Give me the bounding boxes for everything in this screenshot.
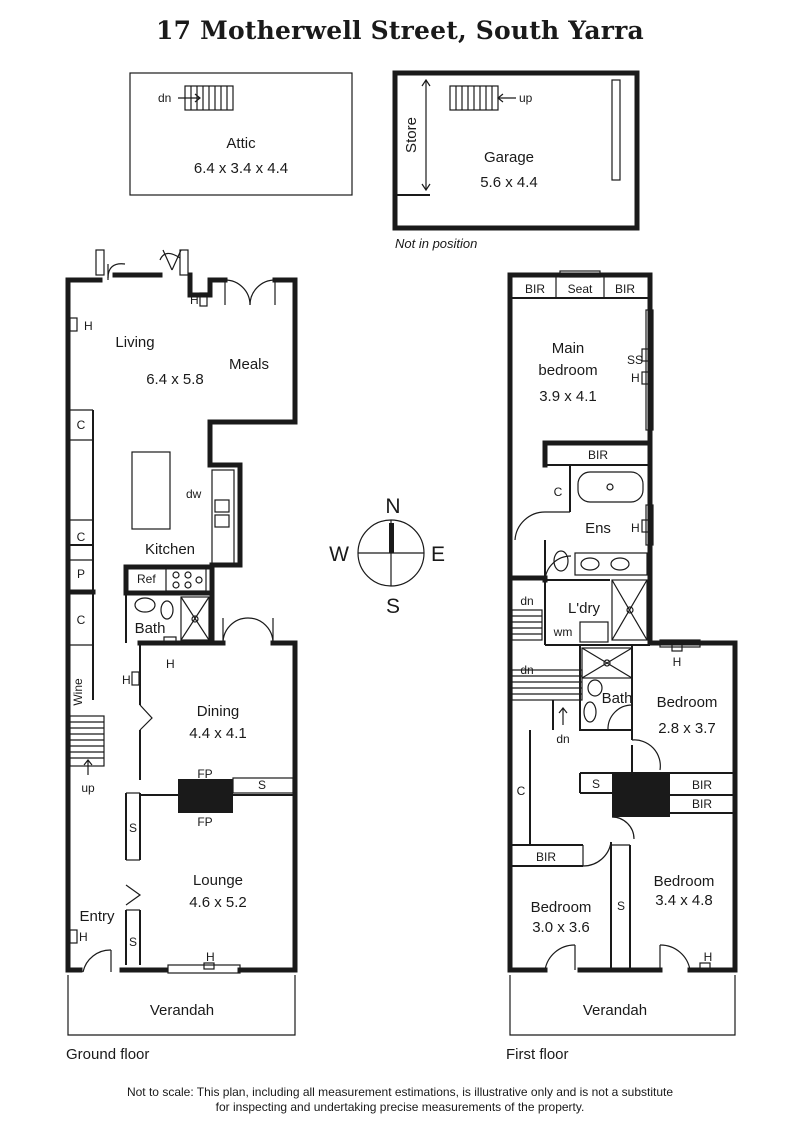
bir-label-6: BIR: [536, 850, 556, 864]
lounge-storage-label-2: S: [129, 935, 137, 949]
disclaimer-line-2: for inspecting and undertaking precise m…: [215, 1100, 585, 1114]
lounge-storage-label-1: S: [129, 821, 137, 835]
living-name: Living: [115, 334, 154, 351]
attic-stair: [178, 85, 234, 111]
first-storage-label-1: S: [592, 777, 600, 791]
main-bedroom-line1: Main: [552, 340, 585, 357]
ground-bath-name: Bath: [135, 620, 166, 637]
heater-label-bath: H: [166, 657, 175, 671]
ground-up-label: up: [81, 781, 95, 795]
seat-label: Seat: [568, 282, 593, 296]
dining-name: Dining: [197, 703, 240, 720]
first-dn-label-2: dn: [520, 663, 533, 677]
compass-north: N: [385, 495, 400, 518]
page-title: 17 Motherwell Street, South Yarra: [156, 16, 644, 45]
heater-label-entry: H: [79, 930, 88, 944]
bir-label-5: BIR: [692, 797, 712, 811]
heater-label-bedroom-ne: H: [673, 655, 682, 669]
compass-west: W: [329, 543, 349, 566]
bir-label-4: BIR: [692, 778, 712, 792]
heater-label-dining: H: [122, 673, 131, 687]
pantry-label: P: [77, 567, 85, 581]
dw-label: dw: [186, 487, 202, 501]
attic-name: Attic: [226, 135, 256, 152]
bedroom-sw-dims: 3.0 x 3.6: [532, 919, 590, 936]
disclaimer-line-1: Not to scale: This plan, including all m…: [126, 1085, 674, 1099]
cupboard-label-2: C: [77, 530, 86, 544]
garage-plan: up Store Garage 5.6 x 4.4: [392, 70, 640, 231]
heater-label-ens: H: [631, 521, 640, 535]
lounge-dims: 4.6 x 5.2: [189, 894, 247, 911]
ensuite-name: Ens: [585, 520, 611, 537]
lounge-name: Lounge: [193, 872, 243, 889]
wine-label: Wine: [71, 678, 85, 706]
entry-name: Entry: [79, 908, 115, 925]
heater-label-meals: H: [190, 293, 199, 307]
first-storage-label-2: S: [617, 899, 625, 913]
compass-east: E: [431, 543, 445, 566]
dining-storage-label: S: [258, 778, 266, 792]
kitchen-name: Kitchen: [145, 541, 195, 558]
garage-store: Store: [403, 117, 420, 153]
cupboard-label-1: C: [77, 418, 86, 432]
main-bedroom-dims: 3.9 x 4.1: [539, 388, 597, 405]
first-verandah: Verandah: [583, 1002, 647, 1019]
ss-label: SS: [627, 353, 643, 367]
fp-label-top: FP: [197, 767, 212, 781]
garage-stair: [449, 85, 516, 111]
attic-plan: dn Attic 6.4 x 3.4 x 4.4: [129, 72, 353, 196]
heater-label-living: H: [84, 319, 93, 333]
garage-name: Garage: [484, 149, 534, 166]
corridor-cupboard-label: C: [517, 784, 526, 798]
bedroom-sw-name: Bedroom: [531, 899, 592, 916]
compass-south: S: [386, 595, 400, 618]
attic-dims: 6.4 x 3.4 x 4.4: [194, 160, 288, 177]
ens-cupboard-label: C: [554, 485, 563, 499]
garage-dims: 5.6 x 4.4: [480, 174, 538, 191]
garage-stair-label: up: [519, 91, 533, 105]
laundry-name: L'dry: [568, 600, 601, 617]
heater-label-main: H: [631, 371, 640, 385]
ground-verandah: Verandah: [150, 1002, 214, 1019]
wm-label: wm: [553, 625, 573, 639]
first-bath-name: Bath: [602, 690, 633, 707]
first-floor-label: First floor: [506, 1046, 569, 1063]
bir-label-2: BIR: [615, 282, 635, 296]
compass: N S W E: [329, 495, 445, 618]
first-floor-plan: [507, 270, 738, 1036]
ground-floor-plan: [65, 249, 298, 1036]
meals-name: Meals: [229, 356, 269, 373]
living-dims: 6.4 x 5.8: [146, 371, 204, 388]
bir-label-3: BIR: [588, 448, 608, 462]
bedroom-se-dims: 3.4 x 4.8: [655, 892, 713, 909]
dining-dims: 4.4 x 4.1: [189, 725, 247, 742]
first-dn-label-1: dn: [520, 594, 533, 608]
bedroom-se-name: Bedroom: [654, 873, 715, 890]
first-dn-label-3: dn: [556, 732, 569, 746]
cupboard-label-3: C: [77, 613, 86, 627]
heater-label-bedroom-se: H: [704, 950, 713, 964]
ref-label: Ref: [137, 572, 156, 586]
disclaimer: Not to scale: This plan, including all m…: [0, 1085, 800, 1115]
fp-label-bottom: FP: [197, 815, 212, 829]
ground-floor-label: Ground floor: [66, 1046, 149, 1063]
not-in-position-note: Not in position: [395, 236, 477, 251]
bir-label-1: BIR: [525, 282, 545, 296]
heater-label-lounge: H: [206, 950, 215, 964]
bedroom-ne-name: Bedroom: [657, 694, 718, 711]
attic-stair-label: dn: [158, 91, 171, 105]
bedroom-ne-dims: 2.8 x 3.7: [658, 720, 716, 737]
main-bedroom-line2: bedroom: [538, 362, 597, 379]
